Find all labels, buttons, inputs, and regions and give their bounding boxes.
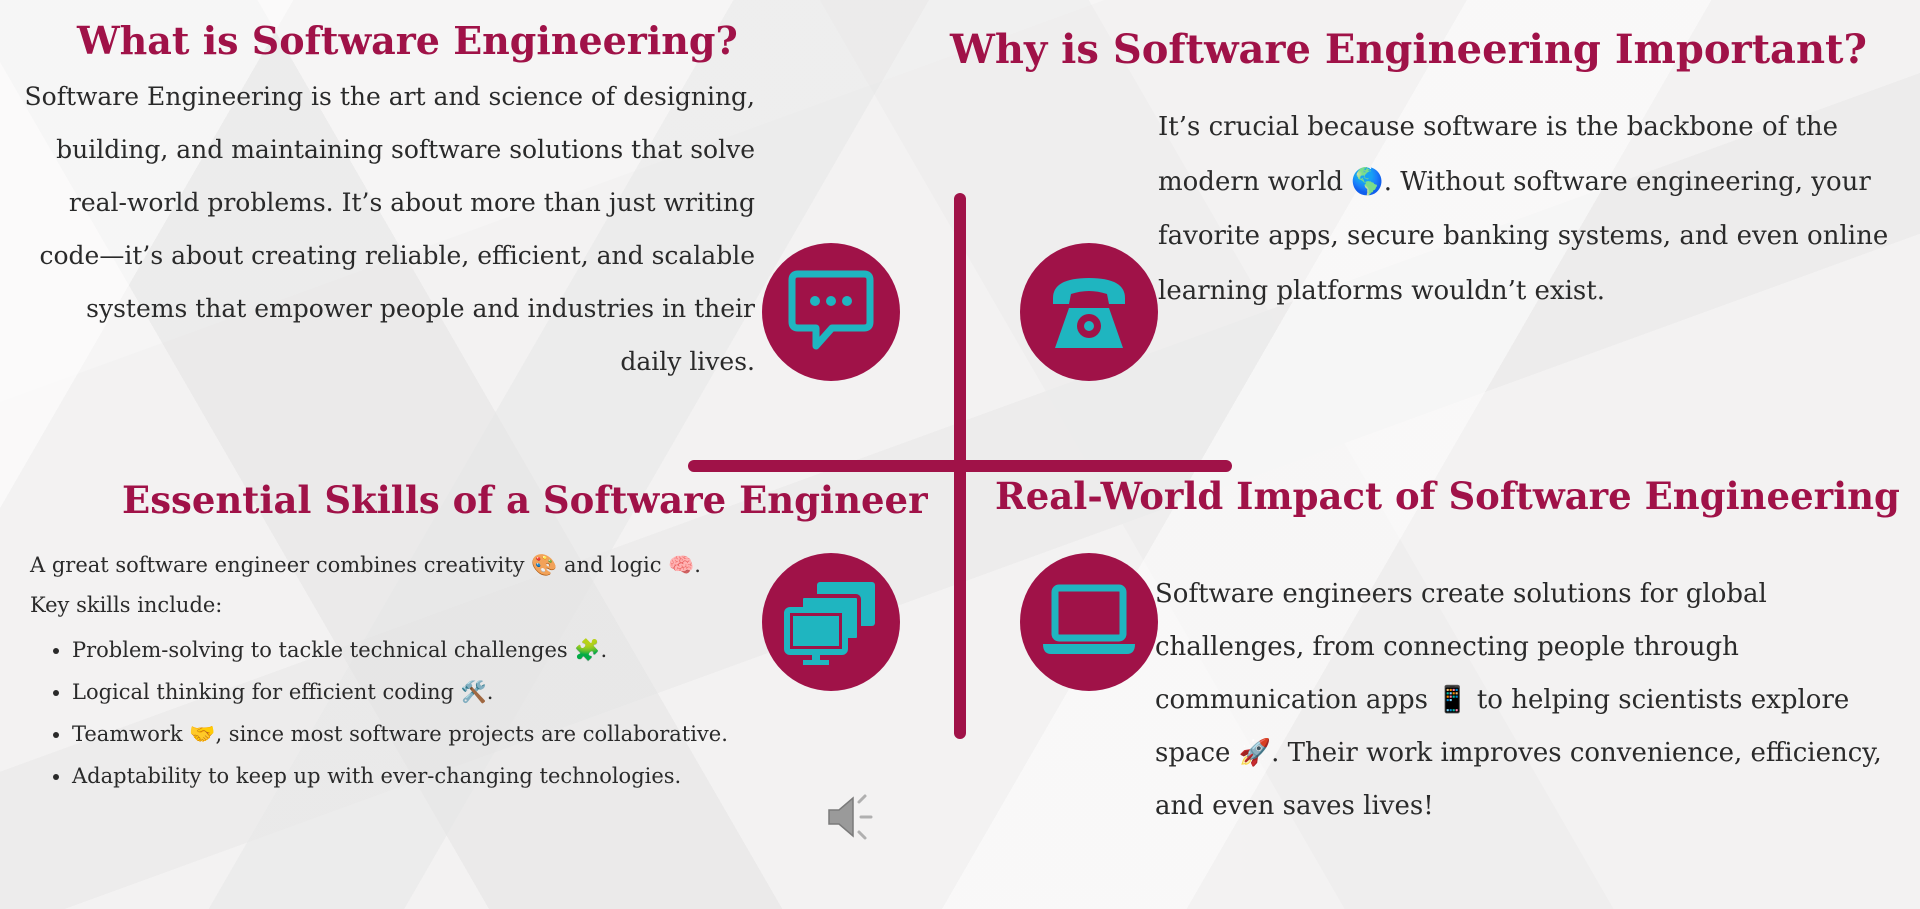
list-item: Teamwork 🤝, since most software projects…: [72, 713, 760, 755]
skills-key-label: Key skills include:: [30, 593, 223, 617]
paragraph-real-world-impact: Software engineers create solutions for …: [1155, 579, 1882, 821]
list-item: Logical thinking for efficient coding 🛠️…: [72, 671, 760, 713]
list-item: Problem-solving to tackle technical chal…: [72, 629, 760, 671]
list-item: Adaptability to keep up with ever-changi…: [72, 755, 760, 797]
telephone-icon: [1020, 243, 1158, 381]
heading-why-important: Why is Software Engineering Important?: [950, 26, 1867, 73]
horizontal-divider: [688, 460, 1232, 472]
skills-intro: A great software engineer combines creat…: [30, 553, 701, 577]
chat-bubble-icon: [762, 243, 900, 381]
paragraph-why-important: It’s crucial because software is the bac…: [1158, 112, 1889, 306]
heading-essential-skills: Essential Skills of a Software Engineer: [122, 478, 928, 522]
speaker-icon[interactable]: [825, 792, 881, 846]
paragraph-what-is-software-engineering: Software Engineering is the art and scie…: [24, 82, 755, 376]
monitors-icon: [762, 553, 900, 691]
skills-list: Problem-solving to tackle technical chal…: [30, 629, 760, 797]
skills-block: A great software engineer combines creat…: [30, 545, 760, 797]
laptop-icon: [1020, 553, 1158, 691]
heading-what-is-software-engineering: What is Software Engineering?: [77, 18, 738, 63]
heading-real-world-impact: Real-World Impact of Software Engineerin…: [995, 474, 1900, 518]
